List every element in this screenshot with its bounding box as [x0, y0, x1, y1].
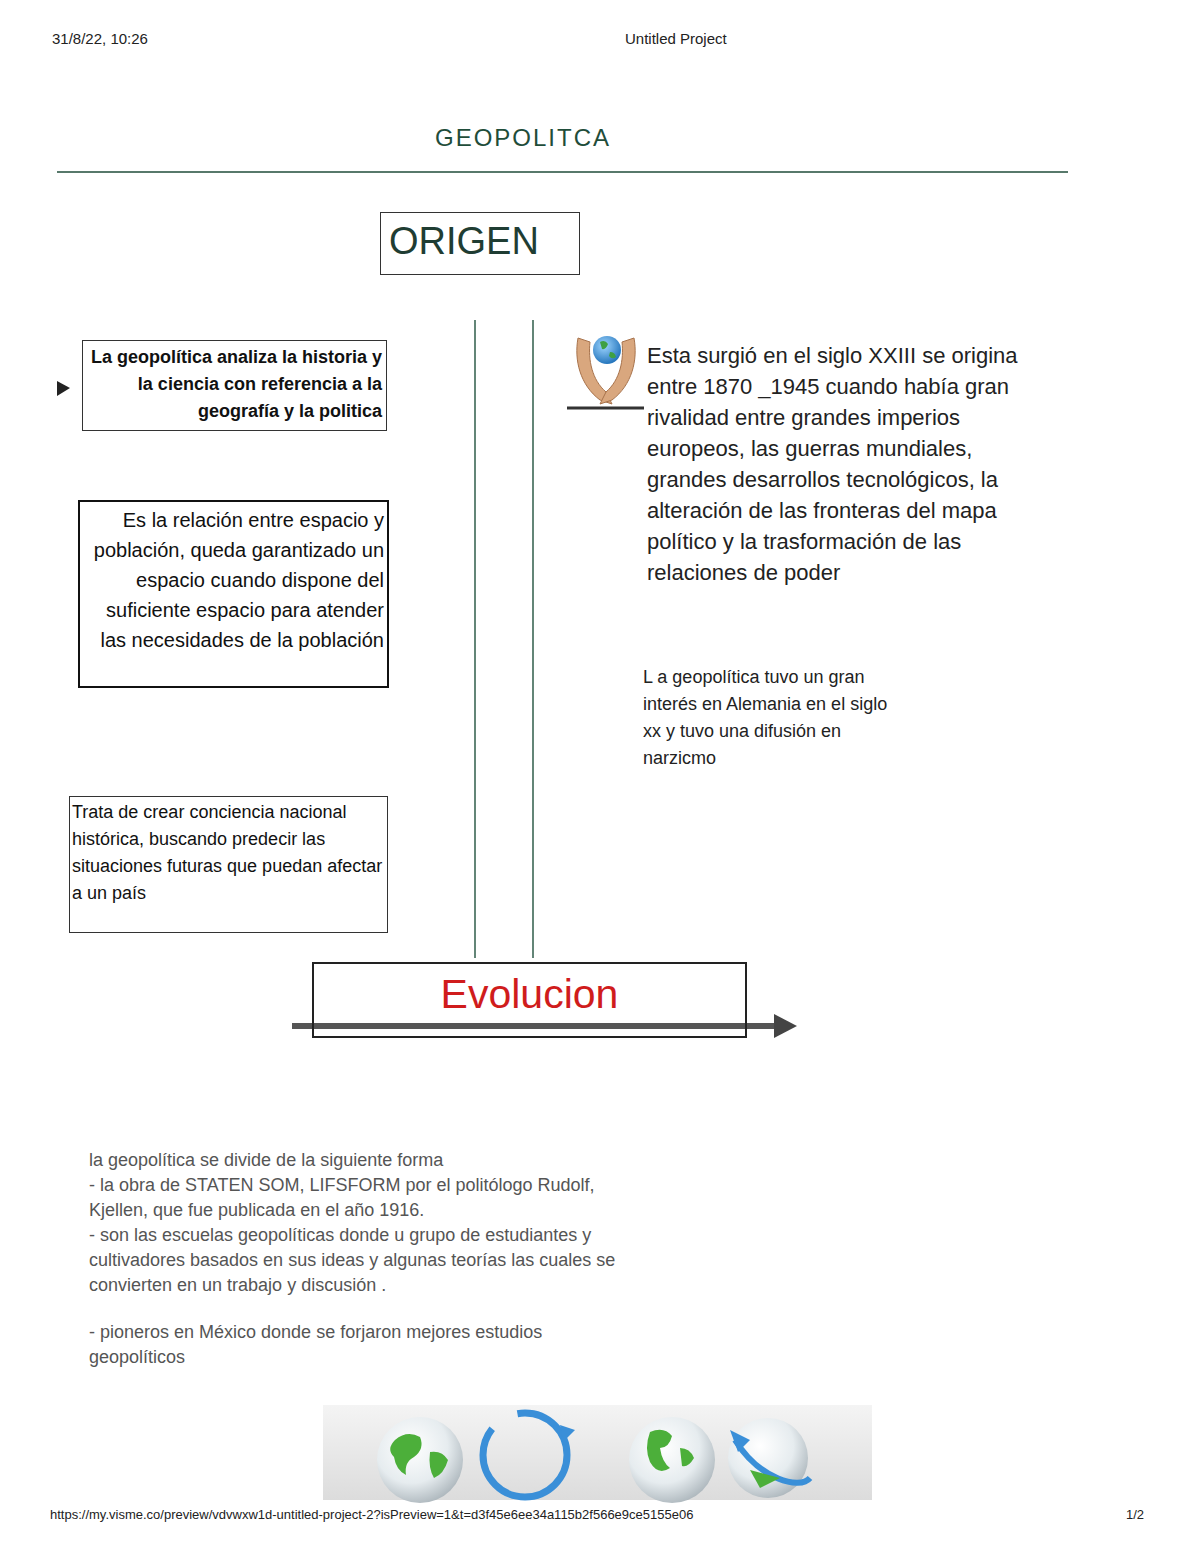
- evolution-arrow: [292, 1014, 797, 1038]
- divider-line: [532, 320, 534, 958]
- heading-box: Evolucion: [312, 962, 747, 1038]
- definition-box: Es la relación entre espacio y población…: [78, 500, 389, 688]
- node-text: ORIGEN: [389, 219, 571, 265]
- origin-note: Esta surgió en el siglo XXIII se origina…: [647, 340, 1019, 588]
- hands-globe-icon: [567, 336, 644, 408]
- node-text: La geopolítica analiza la historia y la …: [87, 344, 382, 425]
- origin-note: L a geopolítica tuvo un gran interés en …: [643, 664, 888, 772]
- evolution-note: la geopolítica se divide de la siguiente…: [89, 1148, 629, 1173]
- bullet-triangle: [57, 381, 70, 396]
- evolution-note: - son las escuelas geopolíticas donde u …: [89, 1223, 629, 1298]
- diagram-title: GEOPOLITCA: [380, 124, 666, 152]
- print-date: 31/8/22, 10:26: [52, 30, 252, 47]
- print-url: https://my.visme.co/preview/vdvwxw1d-unt…: [50, 1507, 950, 1522]
- node-text: Es la relación entre espacio y población…: [83, 505, 384, 655]
- evolution-note: - pioneros en México donde se forjaron m…: [89, 1320, 629, 1370]
- node-text: Trata de crear conciencia nacional histó…: [72, 799, 385, 907]
- print-title: Untitled Project: [625, 30, 825, 47]
- node-text: Evolucion: [320, 972, 739, 1017]
- globes-banner: [323, 1405, 872, 1503]
- title-rule: [57, 171, 1068, 173]
- definition-box: La geopolítica analiza la historia y la …: [82, 340, 387, 431]
- heading-box: ORIGEN: [380, 212, 580, 275]
- page-number: 1/2: [1126, 1507, 1166, 1522]
- definition-box: Trata de crear conciencia nacional histó…: [69, 796, 388, 933]
- divider-line: [474, 320, 476, 958]
- evolution-note: - la obra de STATEN SOM, LIFSFORM por el…: [89, 1173, 629, 1223]
